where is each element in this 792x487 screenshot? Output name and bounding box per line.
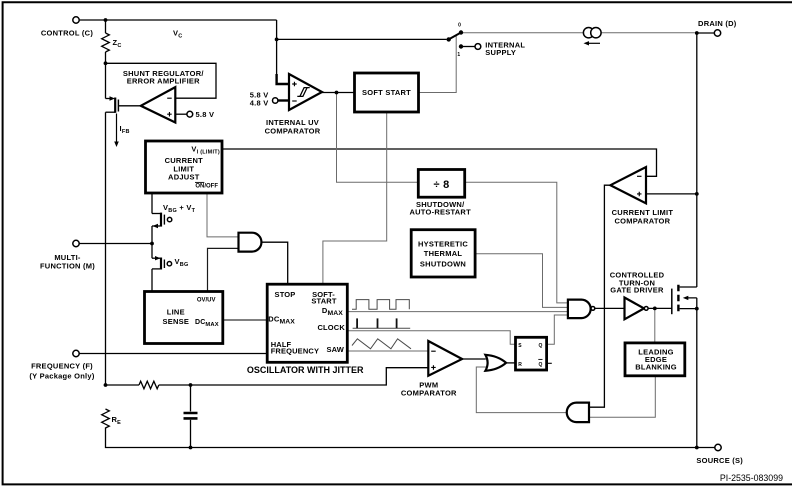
svg-text:PWM: PWM (419, 381, 438, 390)
svg-text:5.8 V: 5.8 V (196, 110, 215, 119)
svg-text:5.8 V: 5.8 V (250, 91, 269, 100)
svg-text:EDGE: EDGE (645, 355, 667, 364)
svg-text:0: 0 (458, 23, 461, 29)
svg-text:S: S (518, 343, 522, 349)
svg-text:ZC: ZC (113, 38, 122, 49)
svg-text:(Y Package Only): (Y Package Only) (29, 372, 94, 381)
svg-text:SENSE: SENSE (162, 317, 189, 326)
svg-text:CONTROLLED: CONTROLLED (610, 271, 665, 280)
svg-text:ADJUST: ADJUST (168, 173, 200, 182)
svg-text:SOURCE (S): SOURCE (S) (696, 456, 743, 465)
svg-text:HALF: HALF (271, 340, 292, 349)
svg-text:MULTI-: MULTI- (54, 253, 81, 262)
svg-text:SHUTDOWN: SHUTDOWN (420, 259, 466, 268)
svg-text:CONTROL (C): CONTROL (C) (41, 29, 93, 38)
svg-text:AUTO-RESTART: AUTO-RESTART (409, 207, 471, 216)
svg-text:COMPARATOR: COMPARATOR (401, 388, 457, 397)
svg-text:4.8 V: 4.8 V (250, 99, 269, 108)
svg-text:DRAIN (D): DRAIN (D) (698, 19, 737, 28)
svg-text:DCMAX: DCMAX (268, 314, 295, 325)
svg-text:SOFT START: SOFT START (362, 88, 411, 97)
svg-text:SOFT-: SOFT- (312, 290, 335, 299)
svg-text:OV/UV: OV/UV (197, 298, 216, 304)
svg-text:FREQUENCY (F): FREQUENCY (F) (31, 362, 93, 371)
svg-text:DCMAX: DCMAX (195, 319, 219, 328)
svg-text:TURN-ON: TURN-ON (619, 278, 655, 287)
svg-text:CURRENT: CURRENT (165, 156, 204, 165)
svg-text:Q: Q (539, 362, 543, 368)
svg-text:ON/OFF: ON/OFF (195, 184, 218, 190)
svg-text:LINE: LINE (167, 308, 185, 317)
svg-text:RE: RE (112, 415, 122, 426)
svg-text:COMPARATOR: COMPARATOR (614, 217, 670, 226)
svg-text:CLOCK: CLOCK (317, 323, 345, 332)
svg-text:FREQUENCY: FREQUENCY (271, 347, 319, 356)
svg-text:VBG: VBG (175, 257, 189, 268)
svg-text:LEADING: LEADING (638, 348, 674, 357)
svg-text:VI (LIMIT): VI (LIMIT) (191, 144, 220, 155)
svg-text:INTERNAL: INTERNAL (485, 41, 525, 50)
svg-text:INTERNAL UV: INTERNAL UV (266, 118, 319, 127)
svg-text:OSCILLATOR WITH JITTER: OSCILLATOR WITH JITTER (247, 365, 364, 375)
svg-text:SHUNT REGULATOR/: SHUNT REGULATOR/ (123, 69, 204, 78)
svg-text:VBG + VT: VBG + VT (163, 203, 196, 214)
svg-text:CURRENT LIMIT: CURRENT LIMIT (612, 208, 674, 217)
svg-text:FUNCTION (M): FUNCTION (M) (40, 262, 95, 271)
svg-text:VC: VC (173, 29, 183, 40)
svg-text:GATE DRIVER: GATE DRIVER (610, 286, 664, 295)
svg-text:Q: Q (539, 343, 543, 349)
svg-text:PI-2535-083099: PI-2535-083099 (720, 473, 783, 483)
svg-text:÷ 8: ÷ 8 (434, 179, 450, 191)
svg-text:SUPPLY: SUPPLY (485, 48, 516, 57)
svg-text:SAW: SAW (326, 345, 344, 354)
svg-text:STOP: STOP (275, 290, 296, 299)
svg-text:ERROR AMPLIFIER: ERROR AMPLIFIER (127, 77, 200, 86)
svg-text:THERMAL: THERMAL (424, 249, 463, 258)
svg-text:DMAX: DMAX (322, 306, 343, 317)
svg-text:LIMIT: LIMIT (173, 164, 194, 173)
svg-text:START: START (311, 296, 336, 305)
svg-text:SHUTDOWN/: SHUTDOWN/ (416, 200, 465, 209)
svg-text:IFB: IFB (120, 124, 130, 135)
svg-text:BLANKING: BLANKING (635, 362, 677, 371)
svg-text:R: R (518, 362, 522, 368)
svg-text:1: 1 (457, 52, 460, 58)
svg-text:HYSTERETIC: HYSTERETIC (418, 239, 468, 248)
svg-text:COMPARATOR: COMPARATOR (265, 126, 321, 135)
